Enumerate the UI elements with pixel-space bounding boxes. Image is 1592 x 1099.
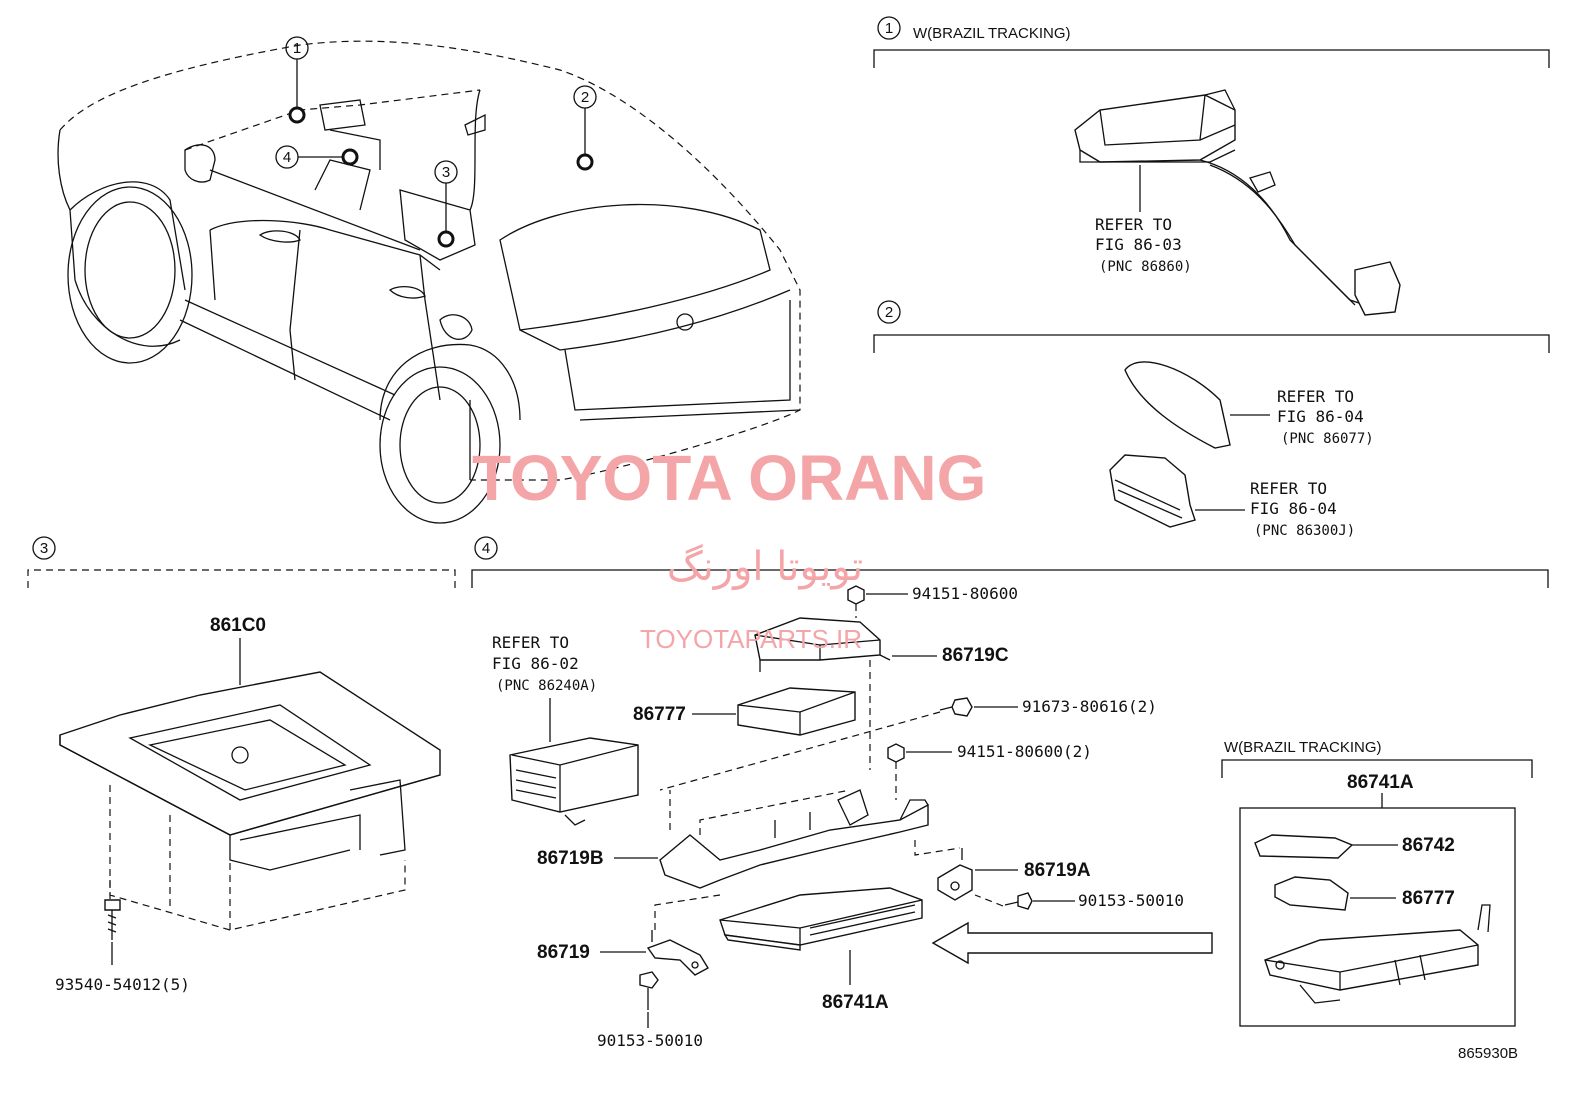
bolt-91673-label: 91673-80616(2) [1022,697,1157,716]
svg-text:FIG 86-04: FIG 86-04 [1250,499,1337,518]
figure-id: 865930B [1458,1045,1518,1062]
svg-text:تویوتا اورنگ: تویوتا اورنگ [667,544,863,590]
svg-text:W(BRAZIL TRACKING): W(BRAZIL TRACKING) [1224,739,1382,756]
section-4-header: 4 [471,536,1549,588]
roof-antenna-base-part [1109,454,1245,528]
callout-3: 3 [434,160,458,248]
svg-text:W(BRAZIL TRACKING): W(BRAZIL TRACKING) [913,25,1071,42]
svg-text:(PNC 86300J): (PNC 86300J) [1254,523,1355,539]
callout-2: 2 [573,85,597,171]
svg-text:REFER TO: REFER TO [1277,387,1354,406]
inset-cover-86742-label: 86742 [1402,835,1455,856]
module-86777-label: 86777 [633,704,686,725]
telematics-antenna-part [1074,89,1401,316]
direction-arrow [931,921,1213,965]
svg-text:2: 2 [885,304,893,321]
amplifier-reference-part [509,698,639,826]
section-2-header: 2 [873,300,1550,353]
wireless-charger-part [59,638,441,931]
section-1-reference: REFER TO FIG 86-03 (PNC 86860) [1095,215,1192,275]
unit-86741A-label: 86741A [822,992,889,1013]
screw-93540-label: 93540-54012(5) [55,975,190,994]
inset-module-86777-label: 86777 [1402,888,1455,909]
svg-text:3: 3 [442,164,450,181]
svg-text:4: 4 [482,540,490,557]
vehicle-illustration [57,40,801,524]
roof-antenna-cover-part [1124,361,1270,449]
bracket-86719B-label: 86719B [537,848,604,869]
section-2-reference-b: REFER TO FIG 86-04 (PNC 86300J) [1250,479,1355,539]
bracket-86719A-label: 86719A [1024,860,1091,881]
inset-cover-86742-part [1254,834,1398,859]
svg-text:REFER TO: REFER TO [492,633,569,652]
svg-text:REFER TO: REFER TO [1095,215,1172,234]
svg-text:4: 4 [283,149,291,166]
svg-text:FIG 86-04: FIG 86-04 [1277,407,1364,426]
bracket-86719C-part [754,604,937,770]
svg-text:TOYOTAPARTS.IR: TOYOTAPARTS.IR [640,624,862,654]
screw-93540-part [104,899,121,965]
nut-94151-pair-label: 94151-80600(2) [957,742,1092,761]
part-861C0-label: 861C0 [210,615,266,636]
bracket-86719A-part [914,840,1018,901]
bracket-86719B-part [614,789,929,889]
svg-text:FIG 86-02: FIG 86-02 [492,654,579,673]
nut-94151-pair-part [887,743,952,800]
svg-text:TOYOTA ORANG: TOYOTA ORANG [472,442,986,514]
svg-text:3: 3 [40,540,48,557]
svg-text:FIG 86-03: FIG 86-03 [1095,235,1182,254]
inset-header: W(BRAZIL TRACKING) 86741A [1221,739,1533,1027]
section-4-reference: REFER TO FIG 86-02 (PNC 86240A) [492,633,597,694]
screw-90153-bottom-label: 90153-50010 [597,1031,703,1050]
svg-text:1: 1 [885,20,893,37]
callout-1: 1 [285,36,309,124]
bracket-86719-part [600,894,721,976]
inset-module-86777-part [1274,876,1396,911]
svg-text:REFER TO: REFER TO [1250,479,1327,498]
inset-unit-part [1264,904,1491,1004]
screw-90153-right-part [974,892,1075,910]
svg-text:86741A: 86741A [1347,772,1414,793]
bracket-86719-label: 86719 [537,942,590,963]
bracket-86719C-label: 86719C [942,645,1009,666]
callout-4: 4 [275,145,359,169]
watermark: TOYOTA ORANG تویوتا اورنگ TOYOTAPARTS.IR [472,442,986,654]
svg-text:(PNC 86240A): (PNC 86240A) [496,678,597,694]
svg-text:(PNC 86077): (PNC 86077) [1281,431,1374,447]
section-3-header: 3 [27,536,456,588]
screw-90153-right-label: 90153-50010 [1078,891,1184,910]
module-86777-part [692,687,856,736]
unit-86741A-part [719,887,923,985]
screw-90153-bottom-part [639,971,659,1028]
svg-text:(PNC 86860): (PNC 86860) [1099,259,1192,275]
svg-text:2: 2 [581,89,589,106]
svg-text:1: 1 [293,40,301,57]
section-2-reference-a: REFER TO FIG 86-04 (PNC 86077) [1277,387,1374,447]
nut-94151-top-part [847,585,908,605]
section-1-header: 1 W(BRAZIL TRACKING) [873,16,1550,68]
nut-94151-top-label: 94151-80600 [912,584,1018,603]
bolt-91673-part [659,697,1018,791]
